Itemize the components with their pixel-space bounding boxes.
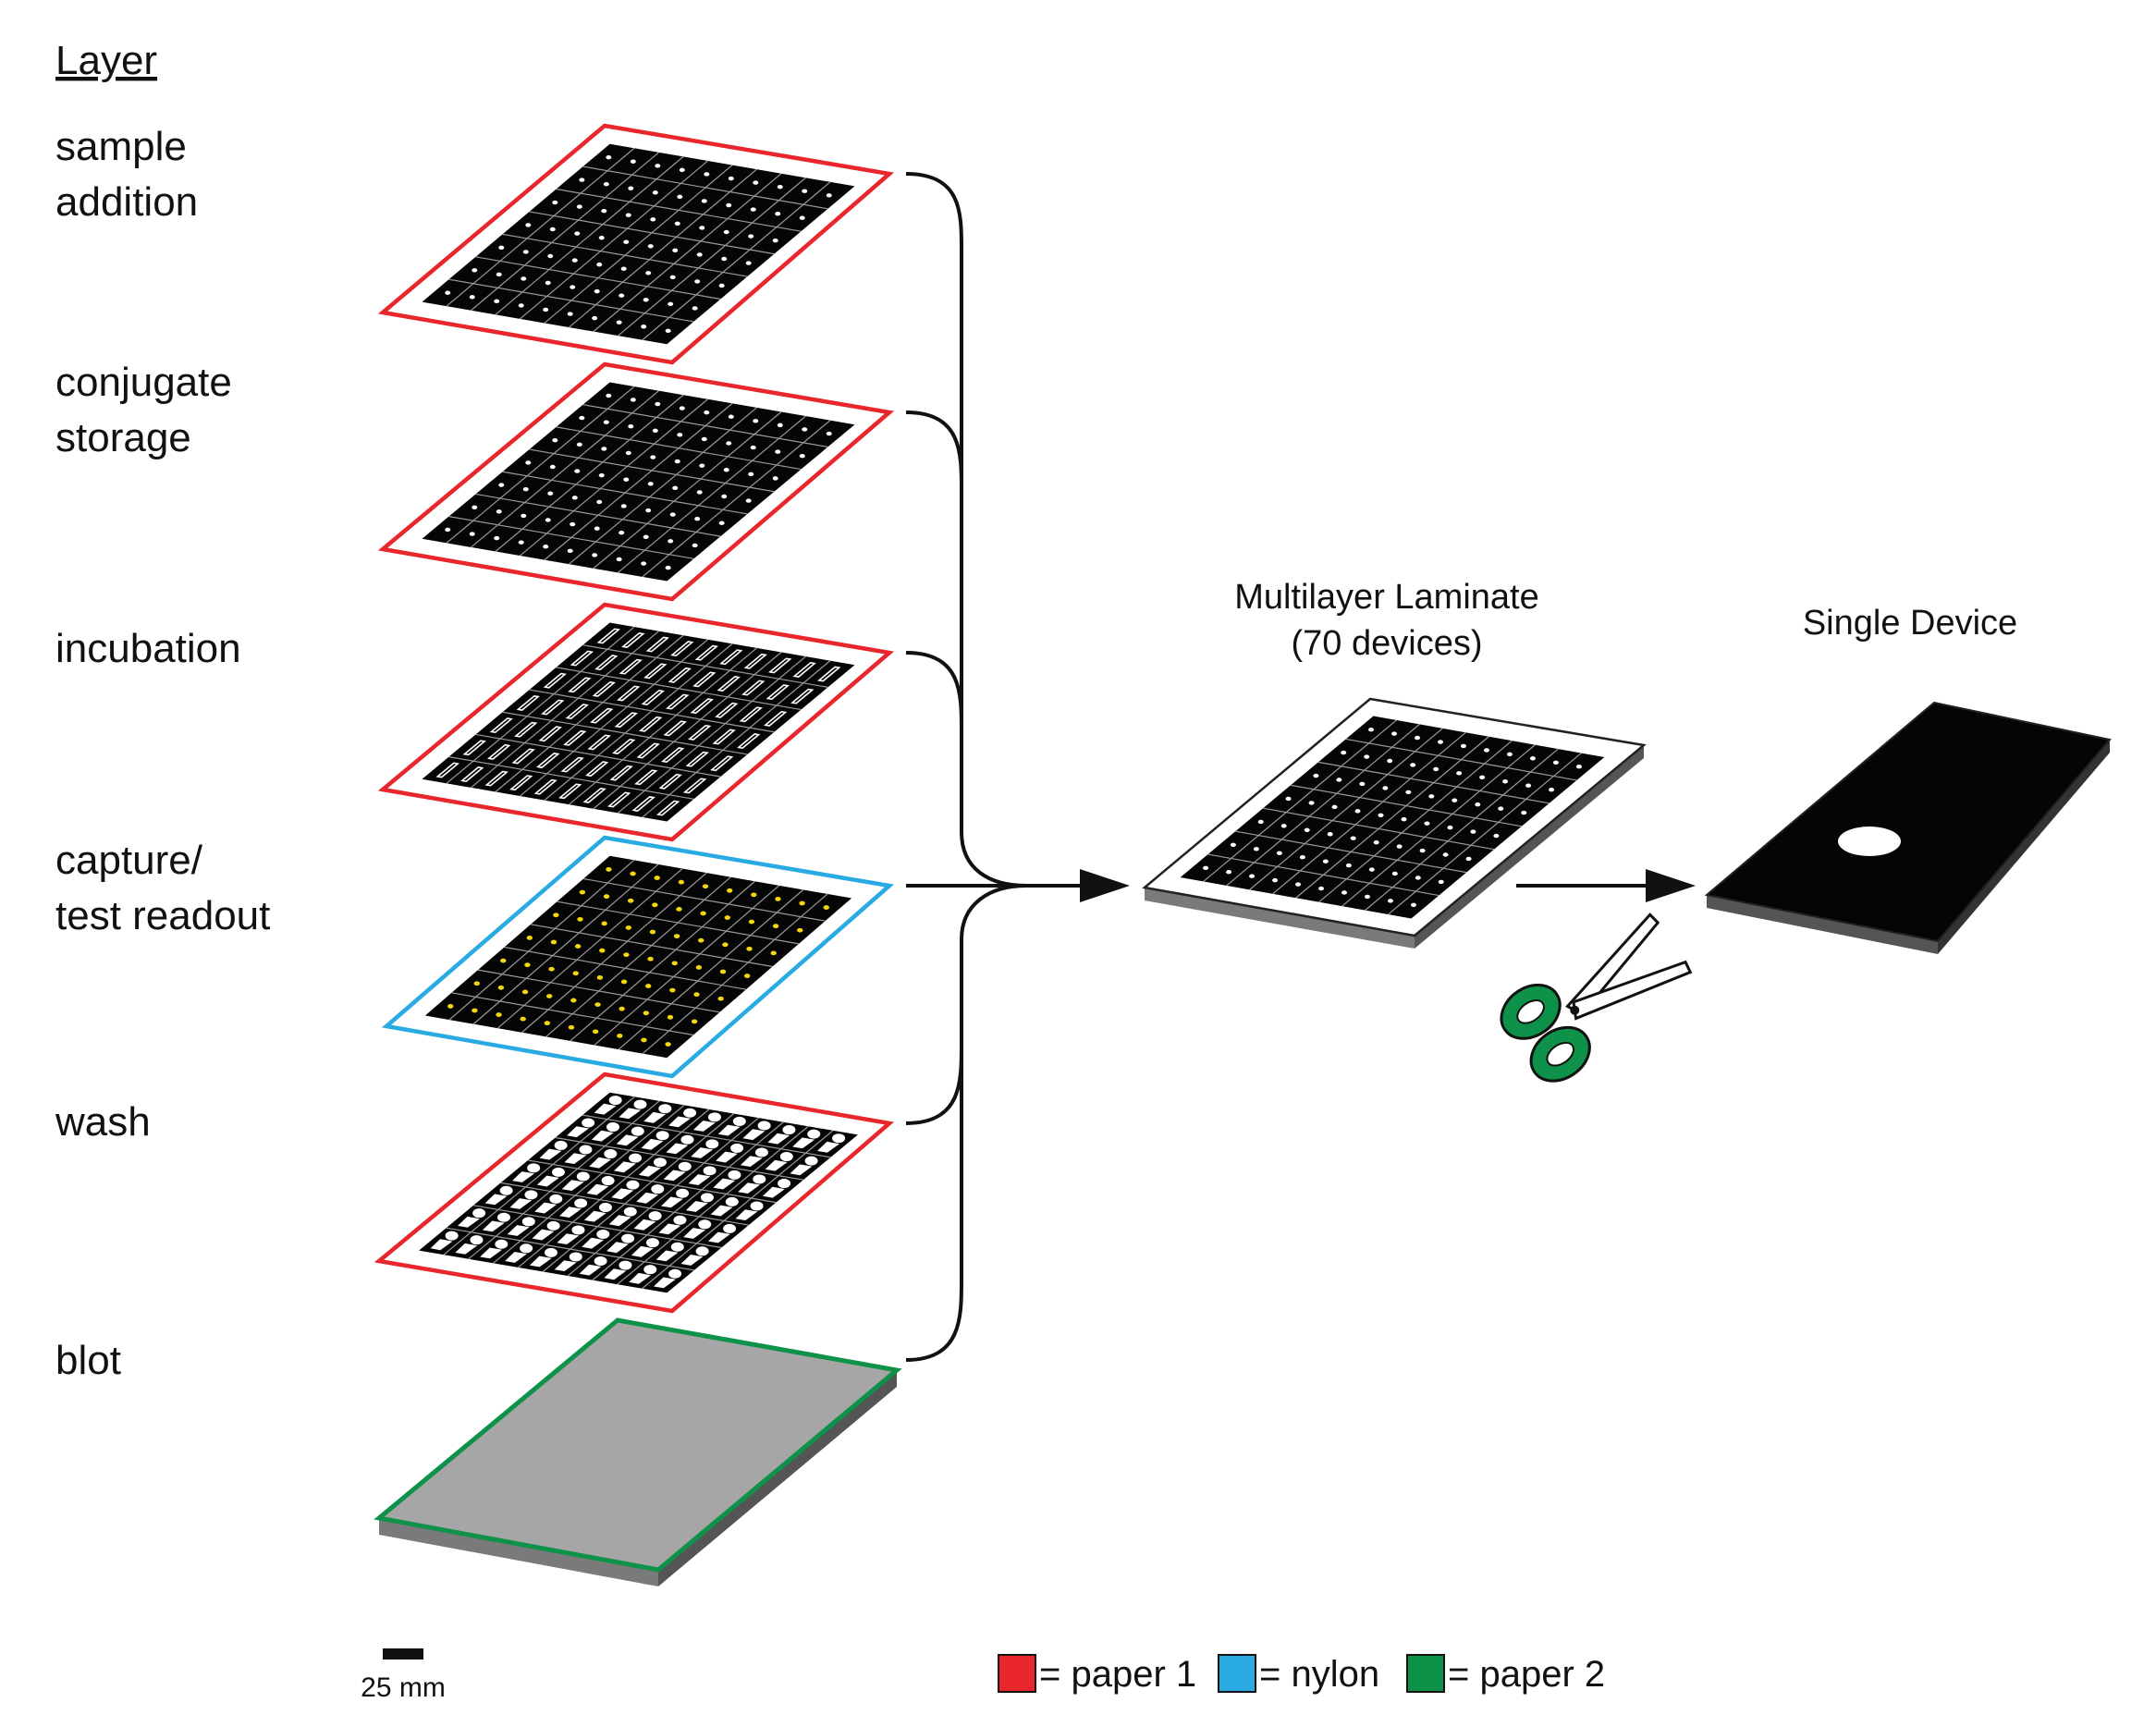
layer-label-capture-line2: test readout	[55, 893, 270, 938]
brace-connector-icon	[905, 172, 1091, 1362]
multilayer-laminate	[1142, 697, 1647, 949]
sample-port	[1838, 827, 1901, 856]
legend-swatch-paper1	[998, 1654, 1036, 1693]
legend-label-paper2: = paper 2	[1448, 1654, 1605, 1695]
laminate-title-line2: (70 devices)	[1292, 624, 1483, 663]
arrow-right-icon	[1646, 869, 1696, 902]
sheet-border	[374, 1317, 902, 1573]
layer-heading: Layer	[55, 38, 157, 83]
scale-bar-label: 25 mm	[361, 1672, 446, 1703]
layer-labels: Layer sample addition conjugate storage …	[55, 38, 270, 1383]
layer-sheet-1	[377, 123, 895, 365]
legend-swatch-paper2	[1406, 1654, 1445, 1693]
scissors-icon	[1500, 912, 1693, 1083]
scale-bar: 25 mm	[361, 1648, 446, 1703]
legend-label-nylon: = nylon	[1259, 1654, 1379, 1695]
layer-label-conjugate-line2: storage	[55, 415, 191, 460]
layer-sheets	[374, 123, 902, 1586]
layer-label-sample-line1: sample	[55, 124, 187, 169]
scale-bar-mark	[383, 1648, 423, 1660]
layer-sheet-6	[374, 1317, 902, 1586]
layer-label-wash: wash	[55, 1099, 151, 1145]
layer-label-sample-line2: addition	[55, 179, 198, 225]
layer-sheet-4	[381, 835, 895, 1079]
laminate-title-line1: Multilayer Laminate	[1234, 578, 1538, 617]
legend-label-paper1: = paper 1	[1039, 1654, 1196, 1695]
layer-sheet-3	[377, 602, 895, 842]
layer-label-blot: blot	[55, 1338, 121, 1383]
arrow-right-icon	[1080, 869, 1130, 902]
legend-swatch-nylon	[1218, 1654, 1256, 1693]
single-device	[1704, 701, 2112, 954]
layer-label-capture-line1: capture/	[55, 838, 203, 883]
layer-label-incubation: incubation	[55, 626, 241, 671]
layer-sheet-5	[374, 1072, 895, 1314]
single-device-title: Single Device	[1803, 604, 2017, 643]
material-legend: = paper 1 = nylon = paper 2	[998, 1654, 1605, 1695]
layer-label-conjugate-line1: conjugate	[55, 360, 232, 405]
layer-sheet-2	[377, 361, 895, 602]
